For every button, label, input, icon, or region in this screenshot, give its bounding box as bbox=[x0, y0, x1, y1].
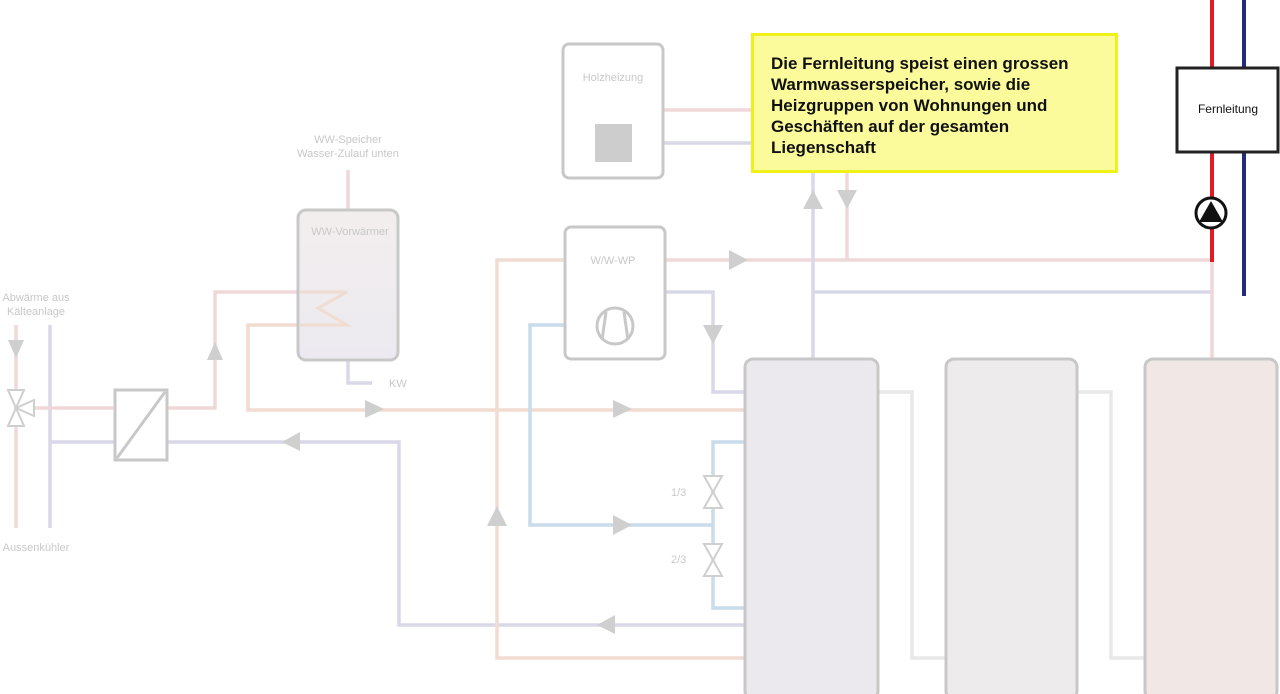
heat-exchanger bbox=[113, 388, 169, 462]
label-aussenkuehler: Aussenkühler bbox=[3, 542, 70, 554]
arrow-up bbox=[207, 342, 223, 360]
label-holzheizung: Holzheizung bbox=[583, 72, 644, 84]
compressor-icon bbox=[595, 306, 635, 346]
callout-text: Die Fernleitung speist einen grossen War… bbox=[771, 54, 1069, 157]
fernleitung-box bbox=[1175, 66, 1280, 154]
arrow-right bbox=[613, 515, 632, 535]
storage-tank-1 bbox=[743, 357, 880, 694]
label-fernleitung: Fernleitung bbox=[1198, 102, 1258, 116]
arrow-right bbox=[613, 400, 632, 418]
storage-tank-2 bbox=[944, 357, 1079, 694]
flow-arrows bbox=[8, 190, 857, 634]
label-kaelteanlage: Kälteanlage bbox=[7, 306, 65, 318]
burner-icon bbox=[595, 124, 632, 162]
storage-tanks bbox=[743, 357, 1279, 694]
label-heat-pump: W/W-WP bbox=[590, 255, 635, 267]
storage-tank-3 bbox=[1143, 357, 1279, 694]
label-kw: KW bbox=[389, 378, 407, 390]
arrow-up bbox=[803, 190, 823, 209]
arrow-down bbox=[703, 325, 723, 344]
arrow-left bbox=[282, 432, 300, 451]
label-ratio-2-3: 2/3 bbox=[671, 554, 686, 566]
label-ww-speicher-inlet: Wasser-Zulauf unten bbox=[297, 148, 399, 160]
arrow-right bbox=[365, 400, 384, 418]
label-ww-speicher: WW-Speicher bbox=[314, 134, 382, 146]
label-ww-vorwaermer: WW-Vorwärmer bbox=[311, 226, 389, 238]
heat-pump-unit bbox=[563, 225, 667, 361]
pump-icon bbox=[1194, 196, 1228, 230]
arrow-left bbox=[597, 615, 615, 634]
arrow-down bbox=[8, 340, 24, 358]
ww-vorwaermer-tank bbox=[296, 208, 400, 362]
holzheizung-unit bbox=[561, 42, 665, 180]
arrow-up bbox=[487, 506, 507, 526]
three-way-valve bbox=[6, 389, 35, 427]
label-abwaerme: Abwärme aus bbox=[2, 292, 70, 304]
arrow-down bbox=[837, 190, 857, 209]
valve-1-3 bbox=[702, 475, 724, 509]
faded-pipes bbox=[14, 108, 1214, 660]
valve-2-3 bbox=[702, 543, 724, 577]
arrow-right bbox=[729, 250, 748, 270]
info-callout: Die Fernleitung speist einen grossen War… bbox=[751, 33, 1118, 173]
label-ratio-1-3: 1/3 bbox=[671, 487, 686, 499]
